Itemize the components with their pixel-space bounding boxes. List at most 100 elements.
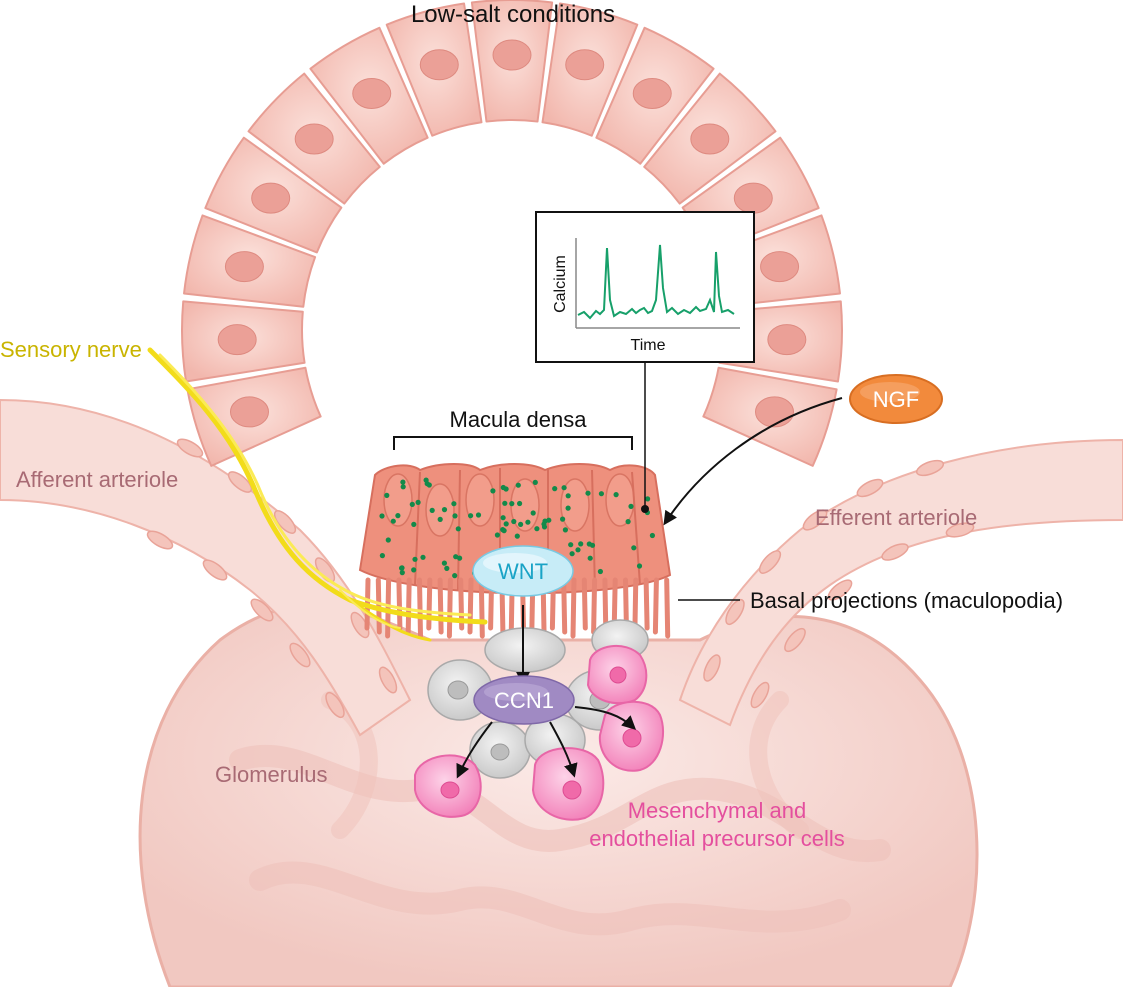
basal-projection (570, 577, 577, 639)
efferent-arteriole-label: Efferent arteriole (815, 505, 977, 530)
basal-projection (591, 577, 598, 635)
granule (412, 556, 418, 562)
tubule-nucleus (632, 77, 672, 109)
tubule-nucleus (251, 182, 291, 214)
basal-projection (396, 577, 403, 631)
granule (546, 517, 552, 523)
granule (568, 542, 574, 548)
ccn1-label: CCN1 (494, 688, 554, 713)
granule (532, 479, 538, 485)
granule (565, 505, 571, 511)
calcium-trace (577, 244, 735, 320)
basal-projection (652, 577, 659, 635)
granule (379, 553, 385, 559)
tubule-nucleus (224, 251, 264, 283)
basal-projections-label: Basal projections (maculopodia) (750, 588, 1063, 613)
granule (613, 492, 619, 498)
granule (500, 527, 506, 533)
pointer-dot (641, 505, 649, 513)
granule (453, 554, 459, 560)
granule (429, 507, 435, 513)
tubule-nucleus (217, 324, 257, 356)
basal-projection (581, 577, 588, 631)
sensory-nerve-label: Sensory nerve (0, 337, 142, 362)
granule (598, 491, 605, 497)
inset-ylabel: Calcium (552, 255, 569, 313)
granule (560, 516, 566, 522)
precursor-label-line2: endothelial precursor cells (589, 826, 845, 851)
basal-projection (385, 577, 392, 639)
granule (490, 488, 496, 494)
basal-projection (664, 577, 671, 639)
basal-projection (426, 577, 433, 631)
granule (517, 500, 523, 507)
granule (562, 527, 569, 533)
ccn1-badge: CCN1 (473, 675, 575, 725)
ccn1-to-right-arrow (574, 706, 637, 730)
granule (399, 565, 405, 571)
granule (586, 541, 592, 547)
ccn1-to-left-arrow (456, 721, 493, 779)
granule (587, 555, 593, 561)
basal-projection (446, 577, 453, 639)
sensory-nerve (147, 347, 488, 642)
granule (514, 533, 520, 539)
tubule-nucleus (492, 39, 532, 71)
tubule-nucleus (767, 324, 807, 356)
granule (494, 532, 500, 538)
efferent-arteriole (678, 438, 1123, 727)
granule (534, 526, 540, 532)
granule (585, 490, 591, 496)
granule (400, 484, 406, 490)
granule (565, 493, 571, 499)
basal-projection (643, 577, 650, 631)
granule (541, 524, 548, 530)
granule (649, 532, 656, 539)
ngf-label: NGF (873, 387, 919, 412)
granule (625, 519, 631, 525)
precursor-label-line1: Mesenchymal and (628, 798, 807, 823)
tubule-nucleus (352, 77, 392, 109)
granule (561, 485, 567, 491)
calcium-inset: Calcium Time (535, 211, 755, 363)
granule (411, 567, 417, 573)
tubule-nucleus (419, 49, 459, 81)
granule (511, 518, 517, 525)
granule (525, 519, 531, 525)
wnt-badge: WNT (472, 545, 574, 597)
granule (500, 484, 506, 491)
granule (631, 545, 637, 551)
basal-projection (375, 577, 382, 635)
tubule-nucleus (565, 49, 605, 81)
granule (385, 537, 391, 543)
granule (395, 513, 401, 519)
granule (628, 503, 634, 509)
arrows (456, 397, 843, 779)
granule (441, 507, 448, 513)
granule (645, 496, 651, 502)
granule (530, 510, 536, 516)
granule (437, 516, 443, 523)
granule (379, 513, 385, 519)
granule (502, 500, 508, 506)
basal-projection (467, 577, 474, 635)
ngf-arrow (663, 397, 843, 526)
afferent-arteriole (0, 398, 412, 737)
granule (636, 563, 643, 569)
afferent-arteriole-label: Afferent arteriole (16, 467, 178, 492)
granule (444, 565, 450, 572)
inset-xlabel: Time (631, 337, 666, 354)
tubule-nucleus (760, 251, 800, 283)
granule (399, 570, 405, 576)
granule (452, 513, 458, 519)
glomerulus-label: Glomerulus (215, 762, 327, 787)
granule (441, 560, 447, 566)
basal-projection (417, 577, 423, 639)
granule (411, 521, 417, 528)
basal-projection (478, 577, 485, 639)
basal-projection (405, 577, 412, 635)
granule (503, 521, 509, 527)
tubule-ring (181, 0, 843, 467)
granule (575, 547, 581, 553)
granule (384, 492, 390, 498)
